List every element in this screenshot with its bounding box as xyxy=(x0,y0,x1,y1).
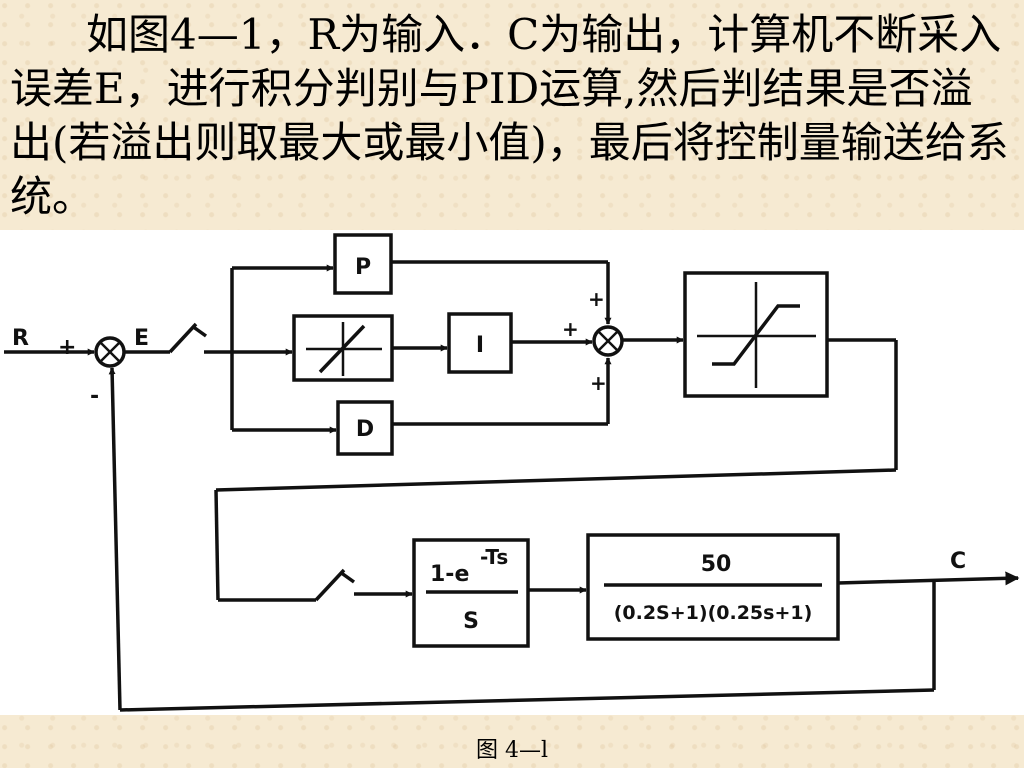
figure-caption: 图 4—l xyxy=(475,738,549,763)
output-line xyxy=(837,571,1020,586)
d-block-label: D xyxy=(356,417,374,442)
control-sampler-switch xyxy=(314,568,346,602)
i-plus-sign: + xyxy=(562,317,579,341)
error-label: E xyxy=(134,326,149,351)
plant-block xyxy=(586,533,840,641)
i-block-label: I xyxy=(476,333,484,358)
integral-separation-block xyxy=(292,314,394,382)
saturation-block xyxy=(683,271,829,398)
p-block xyxy=(333,233,393,295)
zoh-denominator: S xyxy=(463,609,479,634)
i-block xyxy=(447,312,513,374)
plant-denominator: (0.2S+1)(0.25s+1) xyxy=(614,602,813,624)
d-plus-sign: + xyxy=(590,371,607,395)
pid-summing-junction xyxy=(592,325,624,357)
error-summing-junction xyxy=(94,336,126,368)
zoh-exponent: -Ts xyxy=(480,545,508,569)
p-block-label: P xyxy=(355,255,371,280)
plant-numerator: 50 xyxy=(701,552,732,577)
error-sampler-switch xyxy=(168,322,198,354)
input-label: R xyxy=(12,326,29,351)
feedback-minus-sign: - xyxy=(90,384,99,409)
d-block xyxy=(336,400,394,456)
zoh-numerator: 1-e xyxy=(430,562,469,587)
output-label: C xyxy=(950,549,966,574)
p-plus-sign: + xyxy=(588,287,605,311)
intro-paragraph: 如图4—1，R为输入．C为输出，计算机不断采入误差E，进行积分判别与PID运算,… xyxy=(10,10,1009,221)
input-plus-sign: + xyxy=(58,335,76,360)
